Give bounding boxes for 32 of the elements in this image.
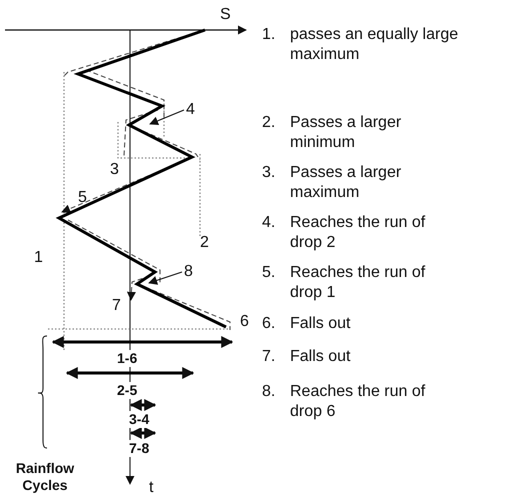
list-text: Reaches the run of drop 6 (290, 382, 426, 422)
list-text: Reaches the run of drop 2 (290, 213, 426, 253)
callout-number: 3 (110, 160, 119, 180)
list-text: passes an equally large maximum (290, 25, 460, 65)
range-label: 2-5 (117, 382, 138, 399)
callout-number: 8 (184, 262, 193, 282)
callout-number: 6 (240, 312, 249, 332)
callout-number: 2 (200, 233, 209, 253)
list-number: 1. (262, 25, 276, 45)
list-number: 4. (262, 213, 276, 233)
range-label: 7-8 (129, 440, 150, 457)
list-text: Reaches the run of drop 1 (290, 263, 426, 303)
list-number: 5. (262, 263, 276, 283)
callout-number: 7 (112, 296, 121, 316)
list-text: Falls out (290, 347, 352, 367)
axis-label: S (220, 5, 231, 25)
list-text: Passes a larger maximum (290, 163, 402, 203)
list-number: 8. (262, 382, 276, 402)
callout-number: 5 (78, 188, 87, 208)
leader-line (149, 110, 184, 126)
list-text: Passes a larger minimum (290, 113, 402, 153)
list-text: Falls out (290, 314, 352, 334)
list-number: 7. (262, 347, 276, 367)
leader-line (148, 272, 182, 285)
list-number: 2. (262, 113, 276, 133)
range-label: 1-6 (117, 350, 138, 367)
list-number: 3. (262, 163, 276, 183)
callout-number: 1 (34, 248, 43, 268)
callout-number: 4 (186, 100, 195, 120)
axis-label: t (149, 478, 154, 498)
range-label: 3-4 (129, 411, 150, 428)
list-number: 6. (262, 314, 276, 334)
